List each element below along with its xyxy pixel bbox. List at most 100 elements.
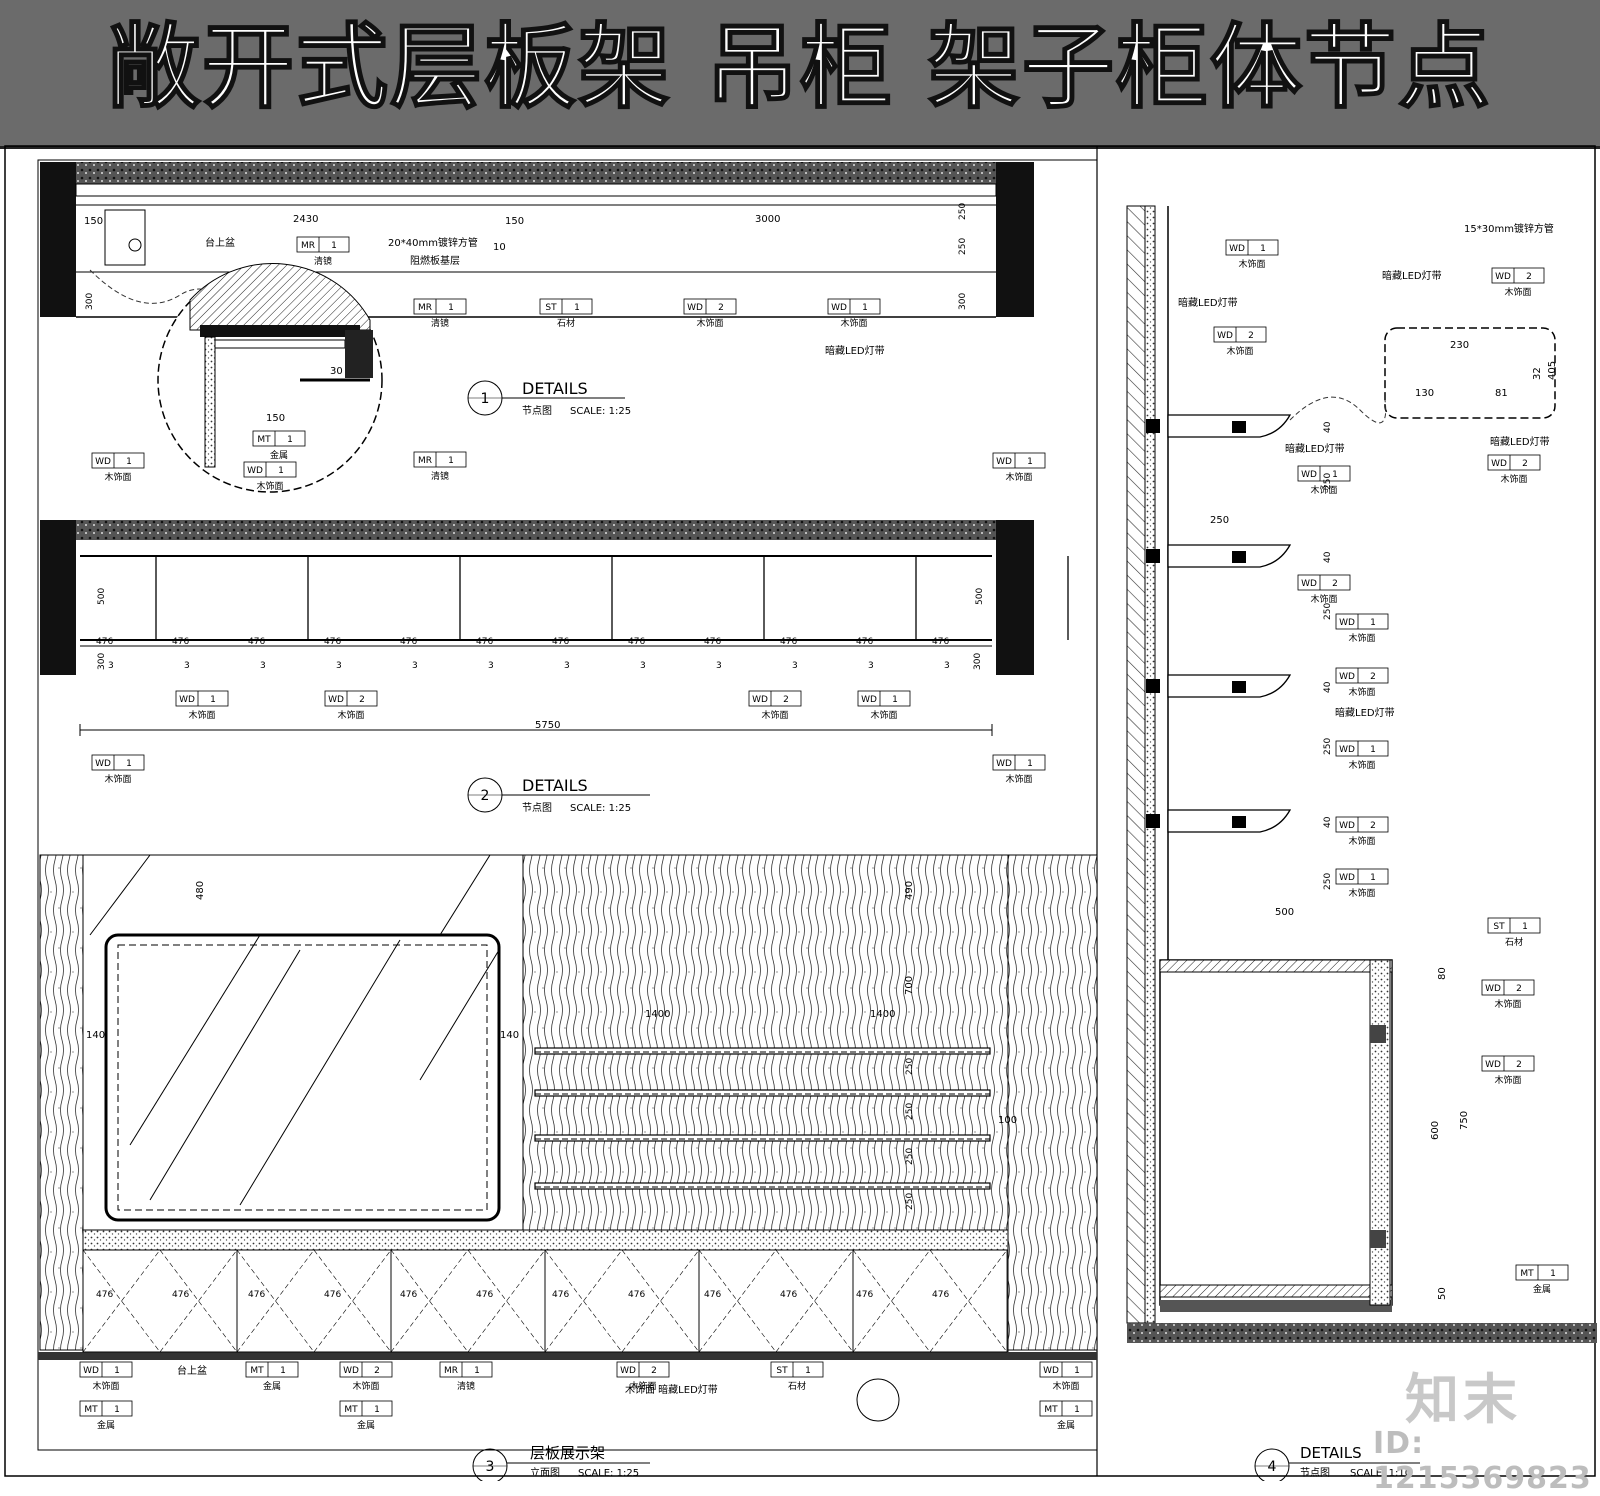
material-tag-code: MT (344, 1405, 358, 1415)
material-tag-number: 1 (574, 303, 580, 313)
material-tag-number: 2 (1522, 459, 1528, 469)
material-tag-number: 1 (1370, 745, 1376, 755)
material-tag-name: 木饰面 (1504, 286, 1531, 298)
title-4-num: 4 (1268, 1459, 1277, 1475)
material-tag-code: WD (343, 1366, 359, 1376)
material-tag-code: WD (1485, 984, 1501, 994)
material-tag-code: ST (545, 303, 557, 313)
note-led-4a: 暗藏LED灯带 (1382, 269, 1442, 282)
dim-40: 40 (1323, 681, 1333, 693)
material-tag-code: WD (831, 303, 847, 313)
material-tag-box (324, 690, 378, 707)
material-tag-number: 1 (1027, 457, 1033, 467)
material-tag-box (1487, 917, 1541, 934)
material-tag-code: WD (1339, 672, 1355, 682)
title-3-scale: SCALE: 1:25 (578, 1468, 639, 1479)
material-tag-code: WD (83, 1366, 99, 1376)
material-tag-name: 石材 (788, 1380, 806, 1392)
dim-300: 300 (85, 293, 95, 310)
material-tag-box (1515, 1264, 1569, 1281)
material-tag-number: 1 (862, 303, 868, 313)
material-tag-name: 木饰面 (188, 709, 215, 721)
material-tag-number: 1 (1074, 1366, 1080, 1376)
material-tag-number: 1 (1522, 922, 1528, 932)
wood-wall-left (39, 854, 84, 1351)
material-tag-code: WD (1491, 459, 1507, 469)
material-tag-code: WD (179, 695, 195, 705)
material-tag-box (79, 1361, 133, 1378)
detail-1 (40, 162, 1034, 493)
dim-476: 476 (476, 637, 493, 647)
material-tag-box (243, 461, 297, 478)
dim-140-a: 140 (86, 1030, 105, 1041)
dim-3: 3 (184, 661, 190, 671)
material-tag-code: MT (250, 1366, 264, 1376)
material-tag-box (857, 690, 911, 707)
note-basin-3: 台上盆 (177, 1364, 207, 1377)
material-tag-number: 1 (474, 1366, 480, 1376)
material-tag-box (748, 690, 802, 707)
material-tag-box (1335, 868, 1389, 885)
material-tag-box (1039, 1400, 1093, 1417)
dim-5750: 5750 (535, 720, 560, 731)
material-tag-code: WD (1339, 618, 1355, 628)
dim-476: 476 (780, 1290, 797, 1300)
dim-3: 3 (108, 661, 114, 671)
material-tag-name: 木饰面 (104, 773, 131, 785)
door-swing (236, 1249, 392, 1353)
title-2-en: DETAILS (522, 776, 588, 795)
title-4-cn: 节点图 (1300, 1467, 1330, 1479)
title-3-cn: 立面图 (530, 1466, 560, 1479)
material-tag-name: 金属 (97, 1419, 115, 1431)
floor (1127, 1323, 1597, 1343)
dim-150-a: 150 (84, 216, 103, 227)
material-tag-code: WD (1339, 821, 1355, 831)
note-pipe-2040: 20*40mm镀锌方管 (388, 236, 478, 249)
dim-476: 476 (856, 637, 873, 647)
dim-476: 476 (248, 637, 265, 647)
shelf-led-profile (1232, 681, 1246, 693)
material-tag-code: MR (301, 241, 315, 251)
material-tag-code: WD (1229, 244, 1245, 254)
material-tag-name: 木饰面 (840, 317, 867, 329)
detail-4 (1126, 205, 1597, 1481)
material-tag-code: WD (95, 759, 111, 769)
dim-476: 476 (932, 1290, 949, 1300)
material-tag-box (1039, 1361, 1093, 1378)
dim-140-b: 140 (500, 1030, 519, 1041)
note-led-4d: 暗藏LED灯带 (1490, 435, 1550, 448)
dim-476: 476 (324, 1290, 341, 1300)
material-tag-code: WD (1339, 745, 1355, 755)
dim-32: 32 (1532, 367, 1543, 380)
material-tag-box (252, 430, 306, 447)
dim-40: 40 (1323, 421, 1333, 433)
material-tag-number: 2 (1332, 579, 1338, 589)
material-tag-code: WD (752, 695, 768, 705)
lower-cabinet-body (1159, 959, 1393, 1306)
material-tag-name: 金属 (263, 1380, 281, 1392)
dim-250: 250 (1323, 738, 1333, 755)
dim-476: 476 (96, 1290, 113, 1300)
material-tag-code: MR (418, 456, 432, 466)
dim-476: 476 (552, 637, 569, 647)
vanity-top (82, 1229, 1009, 1251)
dim-1400-a: 1400 (645, 1009, 670, 1020)
material-tag-name: 金属 (357, 1419, 375, 1431)
title-1-cn: 节点图 (522, 405, 552, 417)
material-tag-name: 木饰面 (1348, 686, 1375, 698)
material-tag-box (1225, 239, 1279, 256)
dim-476: 476 (324, 637, 341, 647)
title-2-scale: SCALE: 1:25 (570, 803, 631, 814)
material-tag-name: 木饰面 (1226, 345, 1253, 357)
material-tag-number: 2 (1370, 672, 1376, 682)
material-tag-number: 1 (280, 1366, 286, 1376)
material-tag-name: 清镜 (431, 470, 449, 482)
material-tag-code: MR (444, 1366, 458, 1376)
material-tag-code: WD (861, 695, 877, 705)
dimensions: 2430 3000 5750 1400 1400 140 140 230 130… (84, 214, 1558, 1300)
material-tag-box (1297, 574, 1351, 591)
material-tag-code: WD (328, 695, 344, 705)
material-tag-number: 1 (210, 695, 216, 705)
dim-476: 476 (400, 637, 417, 647)
